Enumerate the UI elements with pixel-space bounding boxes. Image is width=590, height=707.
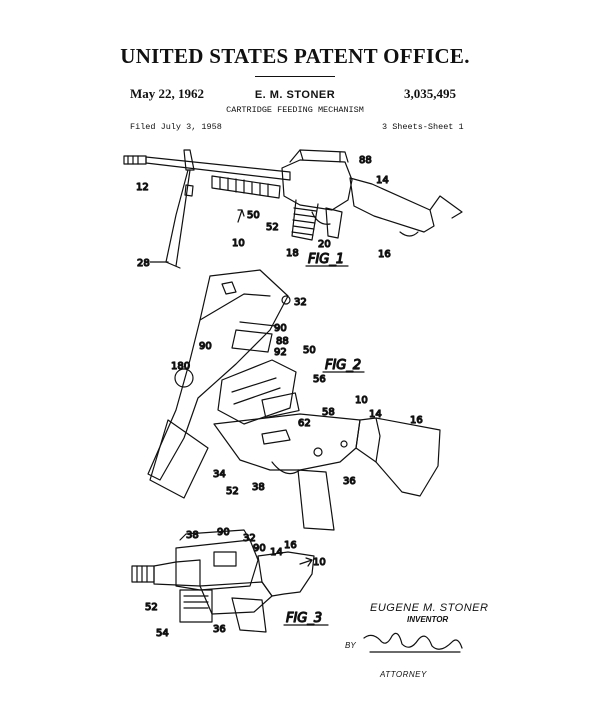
svg-text:90: 90 (274, 323, 287, 334)
svg-text:50: 50 (303, 345, 316, 356)
fig3-pistol-grip (231, 597, 267, 633)
svg-text:88: 88 (276, 336, 289, 347)
svg-text:18: 18 (286, 248, 299, 259)
patent-number: 3,035,495 (404, 86, 456, 101)
svg-text:16: 16 (284, 540, 297, 551)
svg-text:34: 34 (213, 469, 226, 480)
svg-text:52: 52 (145, 602, 158, 613)
svg-text:54: 54 (156, 628, 169, 639)
barrel-extension (149, 419, 209, 499)
svg-text:16: 16 (378, 249, 391, 260)
svg-text:58: 58 (322, 407, 335, 418)
svg-text:12: 12 (136, 182, 149, 193)
svg-text:14: 14 (270, 547, 283, 558)
inventor-name: E. M. STONER (254, 89, 336, 101)
heading-rule (255, 76, 335, 77)
svg-text:180: 180 (171, 361, 190, 372)
svg-text:16: 16 (410, 415, 423, 426)
svg-text:10: 10 (355, 395, 368, 406)
attorney-label: ATTORNEY (380, 670, 427, 679)
pistol-grip (325, 207, 343, 239)
patent-title: CARTRIDGE FEEDING MECHANISM (226, 105, 364, 115)
gas-tube-ring (174, 368, 194, 388)
svg-text:52: 52 (266, 222, 279, 233)
svg-text:52: 52 (226, 486, 239, 497)
inventor-role: INVENTOR (407, 615, 449, 624)
lower-receiver (213, 413, 361, 471)
svg-text:36: 36 (343, 476, 356, 487)
sheet-count: 3 Sheets-Sheet 1 (382, 122, 464, 132)
fig3-buttstock (257, 551, 315, 597)
svg-text:36: 36 (213, 624, 226, 635)
fig1-label: FIG_1 (308, 252, 344, 267)
svg-text:38: 38 (186, 530, 199, 541)
inventor-signature-name: EUGENE M. STONER (370, 602, 489, 614)
fig3-label: FIG_3 (286, 611, 322, 626)
fig3-flash-hider (131, 565, 155, 583)
svg-text:62: 62 (298, 418, 311, 429)
svg-text:14: 14 (369, 409, 382, 420)
svg-text:10: 10 (313, 557, 326, 568)
buttstock (349, 177, 435, 233)
svg-text:28: 28 (137, 258, 150, 269)
ammo-belt (291, 199, 319, 241)
patent-office-heading: UNITED STATES PATENT OFFICE. (120, 44, 470, 68)
fig1-rifle-drawing (123, 149, 463, 269)
svg-text:90: 90 (253, 543, 266, 554)
filed-date: Filed July 3, 1958 (130, 122, 222, 132)
upper-receiver (147, 269, 289, 481)
svg-text:32: 32 (294, 297, 307, 308)
by-label: BY (345, 641, 356, 650)
svg-text:56: 56 (313, 374, 326, 385)
svg-text:38: 38 (252, 482, 265, 493)
fig3-magazine-well (179, 589, 213, 623)
handguard (211, 175, 281, 199)
fig3-rifle-drawing (131, 529, 315, 633)
fig2-receiver-drawing (147, 269, 441, 531)
svg-text:50: 50 (247, 210, 260, 221)
fig2-buttstock (355, 417, 441, 497)
flash-hider (123, 155, 147, 165)
svg-text:14: 14 (376, 175, 389, 186)
fig2-label: FIG_2 (325, 358, 361, 373)
handwritten-signature (363, 632, 463, 650)
svg-text:20: 20 (318, 239, 331, 250)
patent-date: May 22, 1962 (130, 86, 205, 101)
fig2-pistol-grip (297, 469, 335, 531)
barrel (145, 156, 291, 181)
svg-text:10: 10 (232, 238, 245, 249)
feed-tray (217, 359, 297, 425)
receiver (281, 159, 353, 211)
svg-text:92: 92 (274, 347, 287, 358)
svg-text:90: 90 (199, 341, 212, 352)
svg-text:88: 88 (359, 155, 372, 166)
svg-text:90: 90 (217, 527, 230, 538)
svg-text:32: 32 (243, 533, 256, 544)
bipod-leg (165, 169, 189, 263)
